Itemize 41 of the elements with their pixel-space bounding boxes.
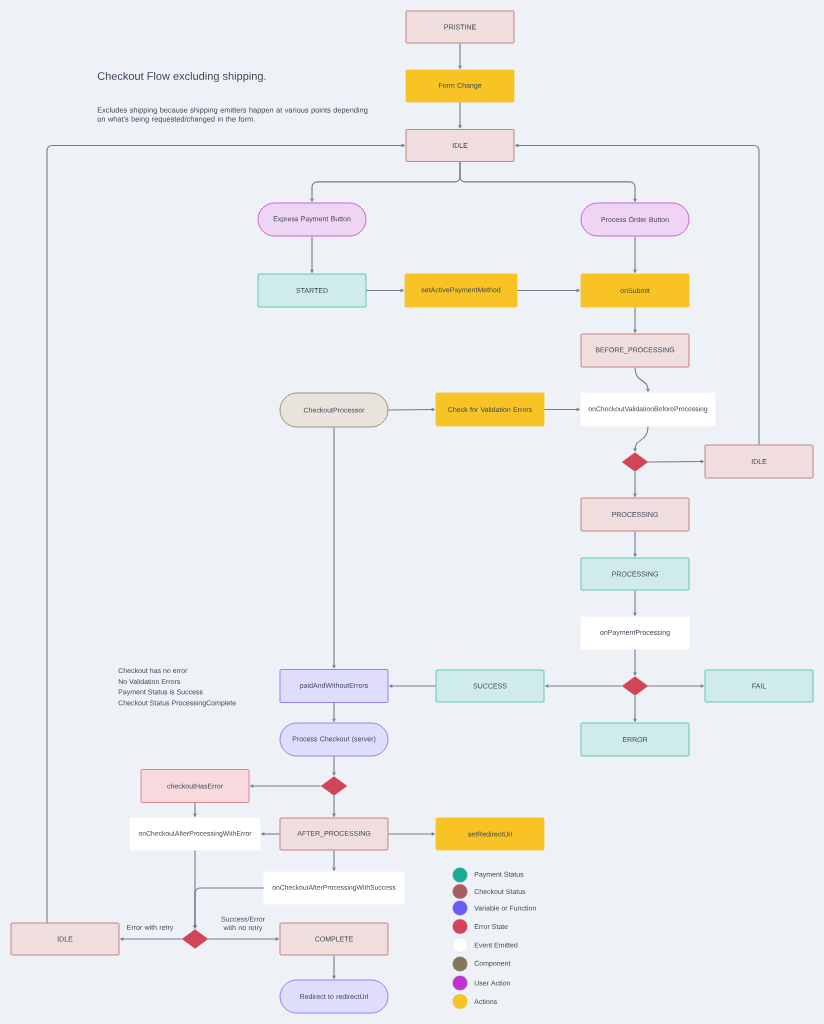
arrow — [332, 795, 336, 817]
arrow — [389, 684, 437, 688]
decision-diamond — [621, 676, 649, 696]
arrow — [516, 288, 580, 293]
arrow — [365, 288, 404, 293]
arrow — [633, 235, 637, 273]
arrow — [387, 832, 436, 836]
decision-diamond — [621, 452, 649, 472]
arrow — [332, 954, 336, 979]
arrow — [633, 648, 637, 676]
arrow — [250, 784, 322, 788]
arrow — [634, 366, 650, 392]
decision-diamond — [320, 776, 348, 796]
arrow — [545, 684, 623, 688]
arrow — [193, 802, 197, 817]
decision-diamond — [181, 929, 209, 949]
arrow — [633, 695, 637, 722]
arrow — [543, 407, 580, 412]
title: Checkout Flow excluding shipping. — [97, 71, 266, 83]
arrow — [633, 471, 637, 498]
arrow — [207, 937, 280, 941]
arrow — [46, 143, 406, 924]
arrow — [387, 407, 436, 412]
arrow — [647, 459, 704, 464]
arrow — [458, 42, 462, 69]
arrow — [633, 306, 637, 333]
arrow — [515, 143, 760, 446]
arrow — [332, 755, 336, 776]
arrow — [459, 161, 637, 202]
arrow — [261, 832, 281, 836]
arrow — [120, 937, 183, 941]
arrow — [633, 589, 637, 616]
arrow — [332, 426, 336, 669]
arrow — [458, 101, 462, 129]
arrow — [647, 684, 704, 688]
arrow — [310, 235, 314, 273]
arrow — [332, 849, 336, 871]
arrow — [633, 425, 649, 452]
arrow — [633, 530, 637, 557]
arrow — [193, 887, 265, 929]
arrow — [332, 702, 336, 722]
